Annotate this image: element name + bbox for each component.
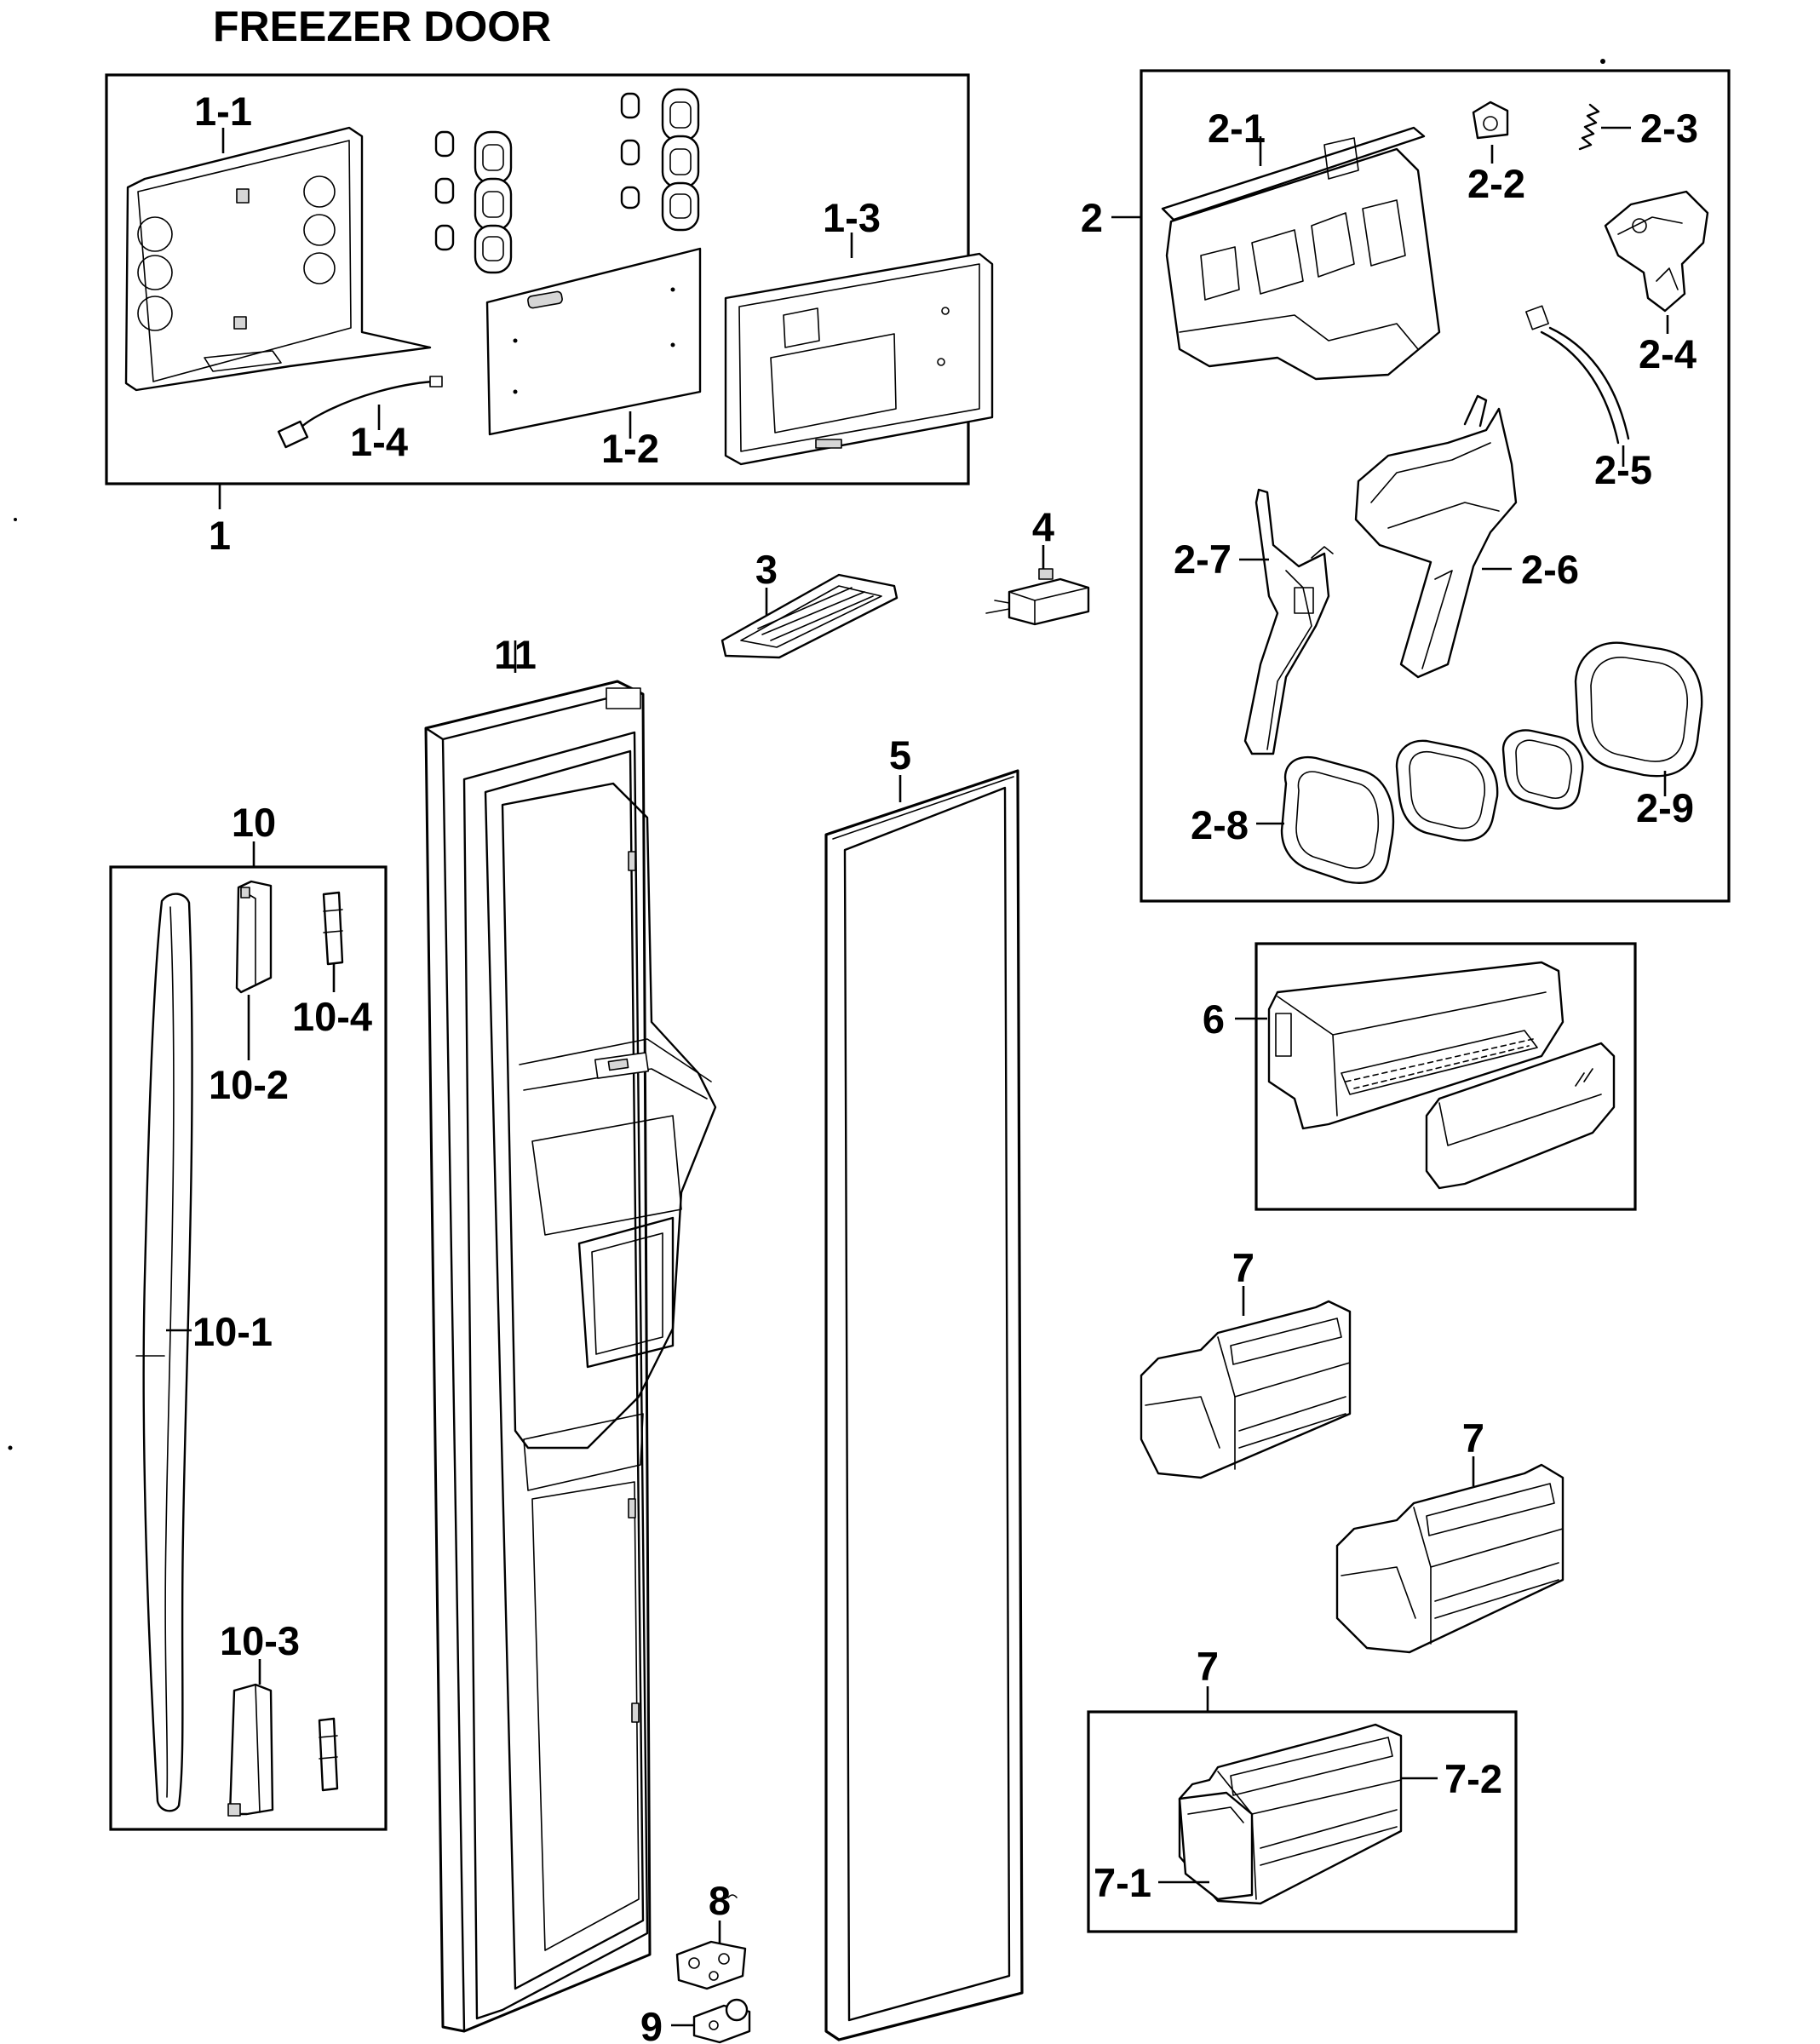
label-2-3: 2-3 bbox=[1640, 106, 1698, 151]
part-10-1-handle-trim bbox=[135, 893, 193, 1812]
diagram-title: FREEZER DOOR bbox=[213, 3, 551, 50]
part-2-4-actuator bbox=[1604, 190, 1709, 334]
part-1-4-wire-harness bbox=[277, 376, 443, 449]
label-10-2: 10-2 bbox=[209, 1062, 289, 1107]
label-2-4: 2-4 bbox=[1639, 331, 1697, 376]
label-10: 10 bbox=[232, 800, 276, 845]
label-1-3: 1-3 bbox=[823, 195, 881, 240]
label-2-7: 2-7 bbox=[1174, 537, 1232, 582]
label-8: 8 bbox=[709, 1878, 731, 1923]
stray-mark-left bbox=[8, 1445, 13, 1450]
label-2-5: 2-5 bbox=[1594, 447, 1652, 492]
part-1-3-front-cover bbox=[724, 233, 994, 466]
part-buttons-set-b bbox=[620, 88, 700, 232]
label-10-4: 10-4 bbox=[292, 994, 372, 1039]
label-7-1: 7-1 bbox=[1094, 1860, 1151, 1905]
label-1: 1 bbox=[209, 513, 231, 558]
part-1-2-panel bbox=[485, 247, 702, 439]
part-7-door-bin-a bbox=[1140, 1286, 1352, 1479]
label-2-8: 2-8 bbox=[1191, 802, 1249, 847]
label-1-4: 1-4 bbox=[350, 419, 408, 464]
stray-mark bbox=[1600, 59, 1605, 64]
part-7-1-bin-cap bbox=[1158, 1791, 1254, 1901]
group-10-box bbox=[109, 865, 388, 1831]
label-2-6: 2-6 bbox=[1521, 547, 1579, 592]
part-10-2-handle-cap-top bbox=[235, 880, 273, 1060]
label-9: 9 bbox=[640, 2004, 663, 2044]
stray-mark-left-top bbox=[14, 518, 17, 521]
label-2: 2 bbox=[1081, 195, 1103, 240]
label-7-bin-b: 7 bbox=[1462, 1415, 1484, 1461]
label-1-2: 1-2 bbox=[601, 426, 659, 471]
label-2-2: 2-2 bbox=[1467, 161, 1525, 206]
label-3: 3 bbox=[755, 547, 778, 592]
part-3-cover-plate bbox=[721, 573, 899, 659]
part-2-2-cap bbox=[1472, 100, 1509, 164]
part-seal-middle bbox=[1395, 739, 1499, 841]
part-10-4-clip-top bbox=[322, 891, 344, 992]
label-7-bin-a: 7 bbox=[1232, 1245, 1254, 1290]
group-7-box bbox=[1087, 1710, 1518, 1933]
part-2-5-strip bbox=[1525, 305, 1630, 467]
label-10-3: 10-3 bbox=[220, 1618, 300, 1663]
label-2-9: 2-9 bbox=[1636, 785, 1694, 830]
label-10-1: 10-1 bbox=[192, 1309, 273, 1354]
part-seal-small bbox=[1501, 729, 1584, 810]
part-2-6-ice-chute bbox=[1354, 394, 1518, 679]
part-6-door-guard bbox=[1267, 961, 1616, 1190]
label-1-1: 1-1 bbox=[194, 89, 252, 134]
part-5-door-gasket bbox=[824, 769, 1024, 2041]
part-4-micro-switch bbox=[985, 545, 1090, 626]
label-7-2: 7-2 bbox=[1444, 1756, 1502, 1801]
label-5: 5 bbox=[889, 732, 911, 778]
part-8-hinge-plate bbox=[675, 1894, 747, 1990]
label-4: 4 bbox=[1032, 504, 1054, 549]
label-7-group: 7 bbox=[1197, 1644, 1219, 1689]
part-9-hinge-bushing bbox=[671, 1998, 751, 2044]
label-2-1: 2-1 bbox=[1208, 106, 1266, 151]
part-10-3-handle-cap-bottom bbox=[227, 1659, 274, 1817]
part-buttons-set-a bbox=[434, 130, 513, 274]
part-2-9-seal bbox=[1574, 641, 1703, 796]
part-2-1-bracket bbox=[1161, 126, 1441, 381]
group-2-box bbox=[1140, 69, 1731, 903]
part-clip-bottom bbox=[318, 1717, 339, 1792]
part-2-8-seal bbox=[1256, 755, 1395, 884]
part-11-door-liner bbox=[424, 640, 717, 2033]
part-2-3-spring bbox=[1578, 103, 1631, 151]
part-2-7-lever bbox=[1239, 488, 1334, 755]
part-1-1-dispenser-cover bbox=[124, 126, 432, 392]
group-6-box bbox=[1254, 942, 1637, 1211]
label-11: 11 bbox=[494, 632, 537, 677]
label-6: 6 bbox=[1203, 996, 1225, 1042]
part-7-door-bin-b bbox=[1335, 1456, 1565, 1654]
